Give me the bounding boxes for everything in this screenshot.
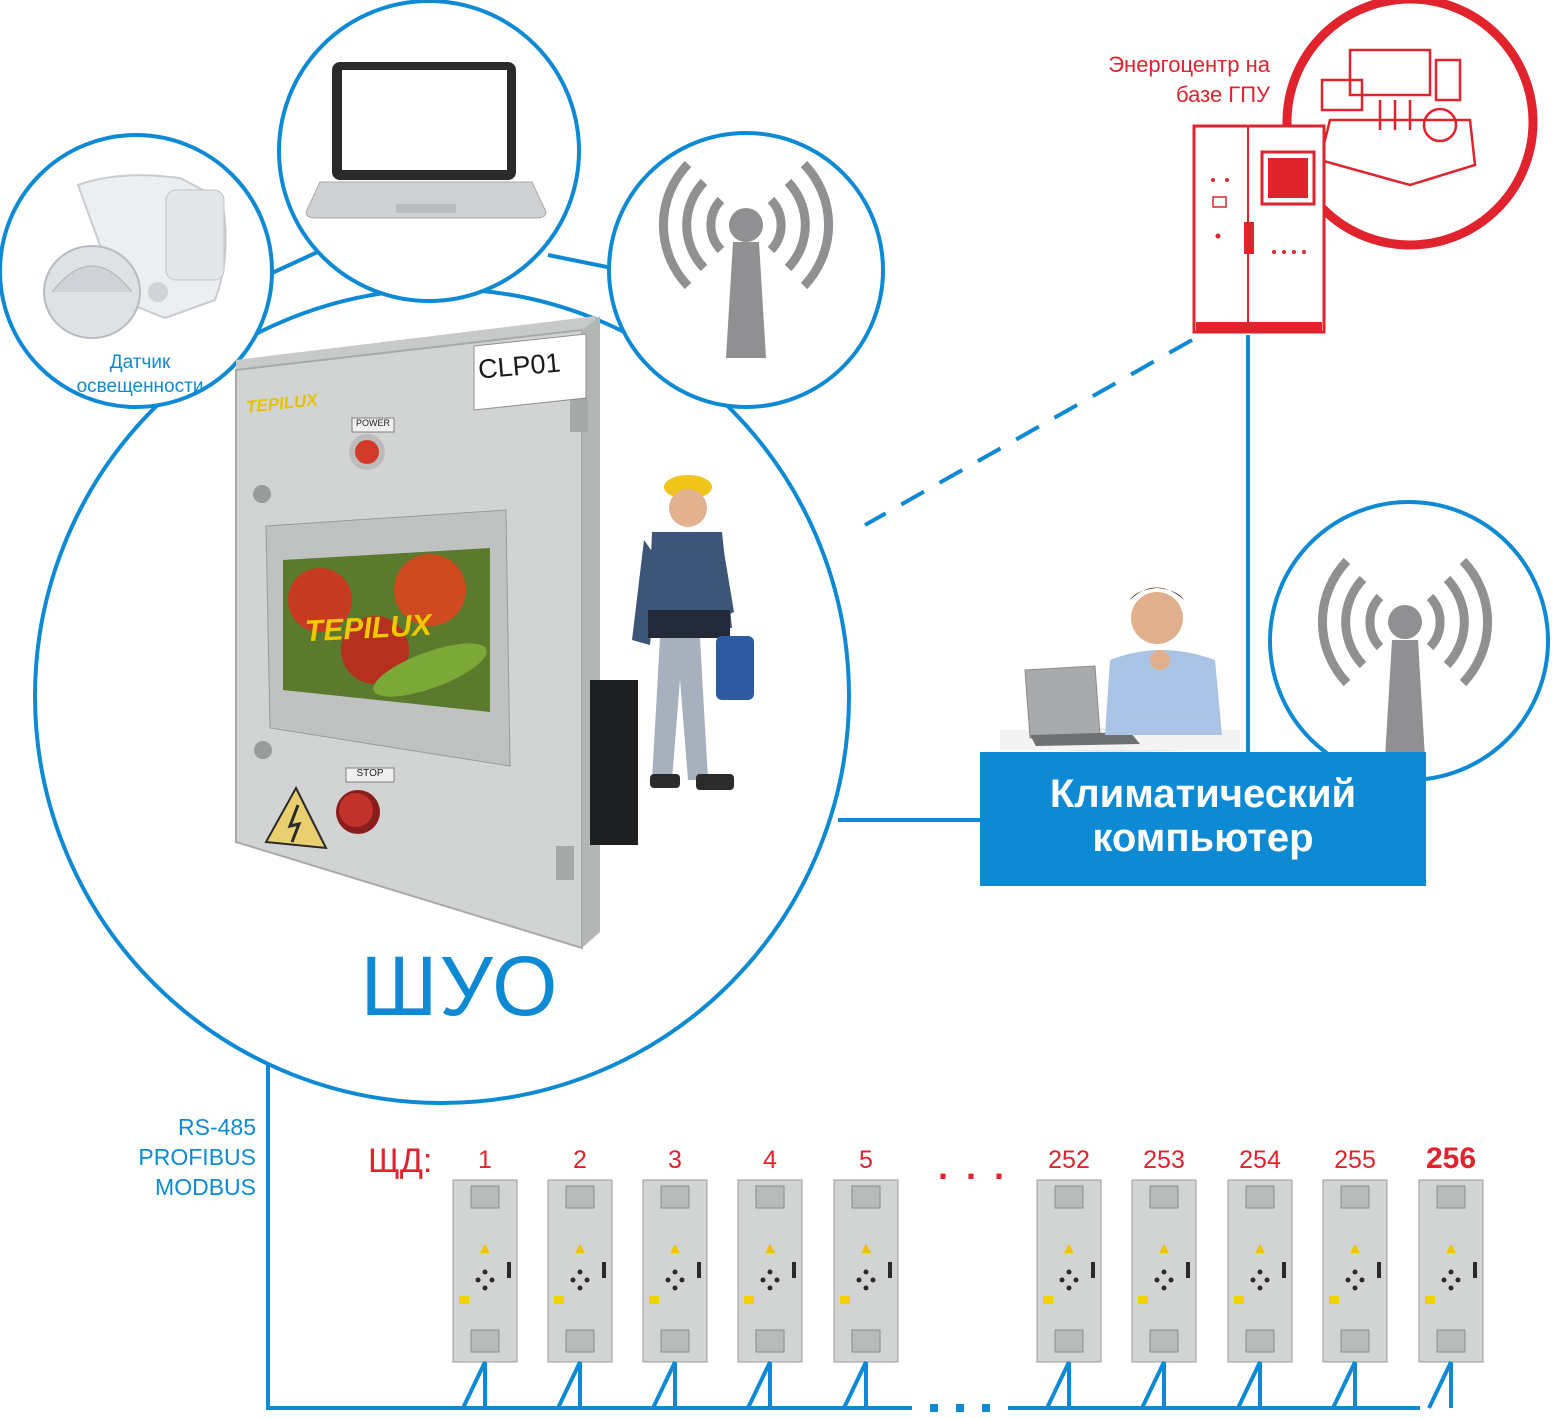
bus-label-profibus: PROFIBUS	[138, 1144, 256, 1170]
distribution-panel	[547, 1179, 613, 1363]
distribution-panel	[452, 1179, 518, 1363]
panel-number: 5	[859, 1146, 873, 1174]
panel-number: 256	[1425, 1142, 1477, 1175]
antenna-top	[607, 131, 885, 409]
bus-zigzag	[746, 1361, 772, 1409]
bus-zigzag	[556, 1361, 582, 1409]
screen-brand: TEPILUX	[304, 608, 433, 649]
antenna-right	[1268, 500, 1550, 782]
wireless-dashed-link	[864, 338, 1193, 527]
main-label: ШУО	[360, 939, 560, 1033]
sensor-label-line1: Датчик	[109, 352, 171, 373]
distribution-panel	[642, 1179, 708, 1363]
panel-number: 2	[573, 1146, 587, 1174]
energy-label-line1: Энергоцентр на	[1108, 52, 1270, 77]
distribution-panel	[1418, 1179, 1484, 1363]
connections	[266, 248, 1420, 1410]
light-sensor	[0, 133, 274, 409]
panel-number: 252	[1048, 1146, 1090, 1174]
climate-computer-box	[980, 752, 1426, 886]
distribution-panel	[1227, 1179, 1293, 1363]
distribution-panel	[1036, 1179, 1102, 1363]
panel-number: 253	[1143, 1146, 1185, 1174]
bus-label-rs485: RS-485	[178, 1114, 256, 1140]
bus-gap-dots	[930, 1404, 990, 1412]
sensor-link	[271, 248, 323, 275]
bus-zigzags	[461, 1361, 1453, 1409]
stop-label: STOP	[356, 768, 384, 779]
bus-zigzag	[1140, 1361, 1166, 1409]
panels-prefix: ЩД:	[368, 1142, 433, 1180]
bus-zigzag	[1427, 1361, 1453, 1409]
climate-label-line1: Климатический	[1049, 772, 1357, 816]
distribution-panel	[1322, 1179, 1388, 1363]
climate-label-line2: компьютер	[1092, 816, 1314, 860]
control-cabinet	[235, 316, 638, 950]
distribution-panels	[452, 1179, 1484, 1363]
panel-number: 254	[1239, 1146, 1281, 1174]
distribution-panel	[737, 1179, 803, 1363]
antenna-link	[547, 253, 613, 270]
bus-zigzag	[1236, 1361, 1262, 1409]
bus-label-modbus: MODBUS	[155, 1174, 256, 1200]
bus-zigzag	[461, 1361, 487, 1409]
panels-ellipsis: . . .	[938, 1146, 1009, 1187]
power-label: POWER	[355, 418, 390, 428]
panel-number: 4	[763, 1146, 777, 1174]
panel-number: 3	[668, 1146, 682, 1174]
bus-zigzag	[651, 1361, 677, 1409]
worker-figure	[632, 475, 754, 790]
sensor-label-line2: освещенности	[76, 376, 204, 397]
climate-operator	[1000, 587, 1240, 752]
laptop	[277, 0, 581, 303]
bus-zigzag	[1331, 1361, 1357, 1409]
distribution-panel	[1131, 1179, 1197, 1363]
energy-label-line2: базе ГПУ	[1176, 82, 1270, 107]
panel-number: 255	[1334, 1146, 1376, 1174]
bus-line	[266, 1042, 912, 1410]
bus-zigzag	[842, 1361, 868, 1409]
bus-zigzag	[1045, 1361, 1071, 1409]
panel-number: 1	[478, 1146, 492, 1174]
energy-center	[1192, 0, 1538, 334]
distribution-panel	[833, 1179, 899, 1363]
